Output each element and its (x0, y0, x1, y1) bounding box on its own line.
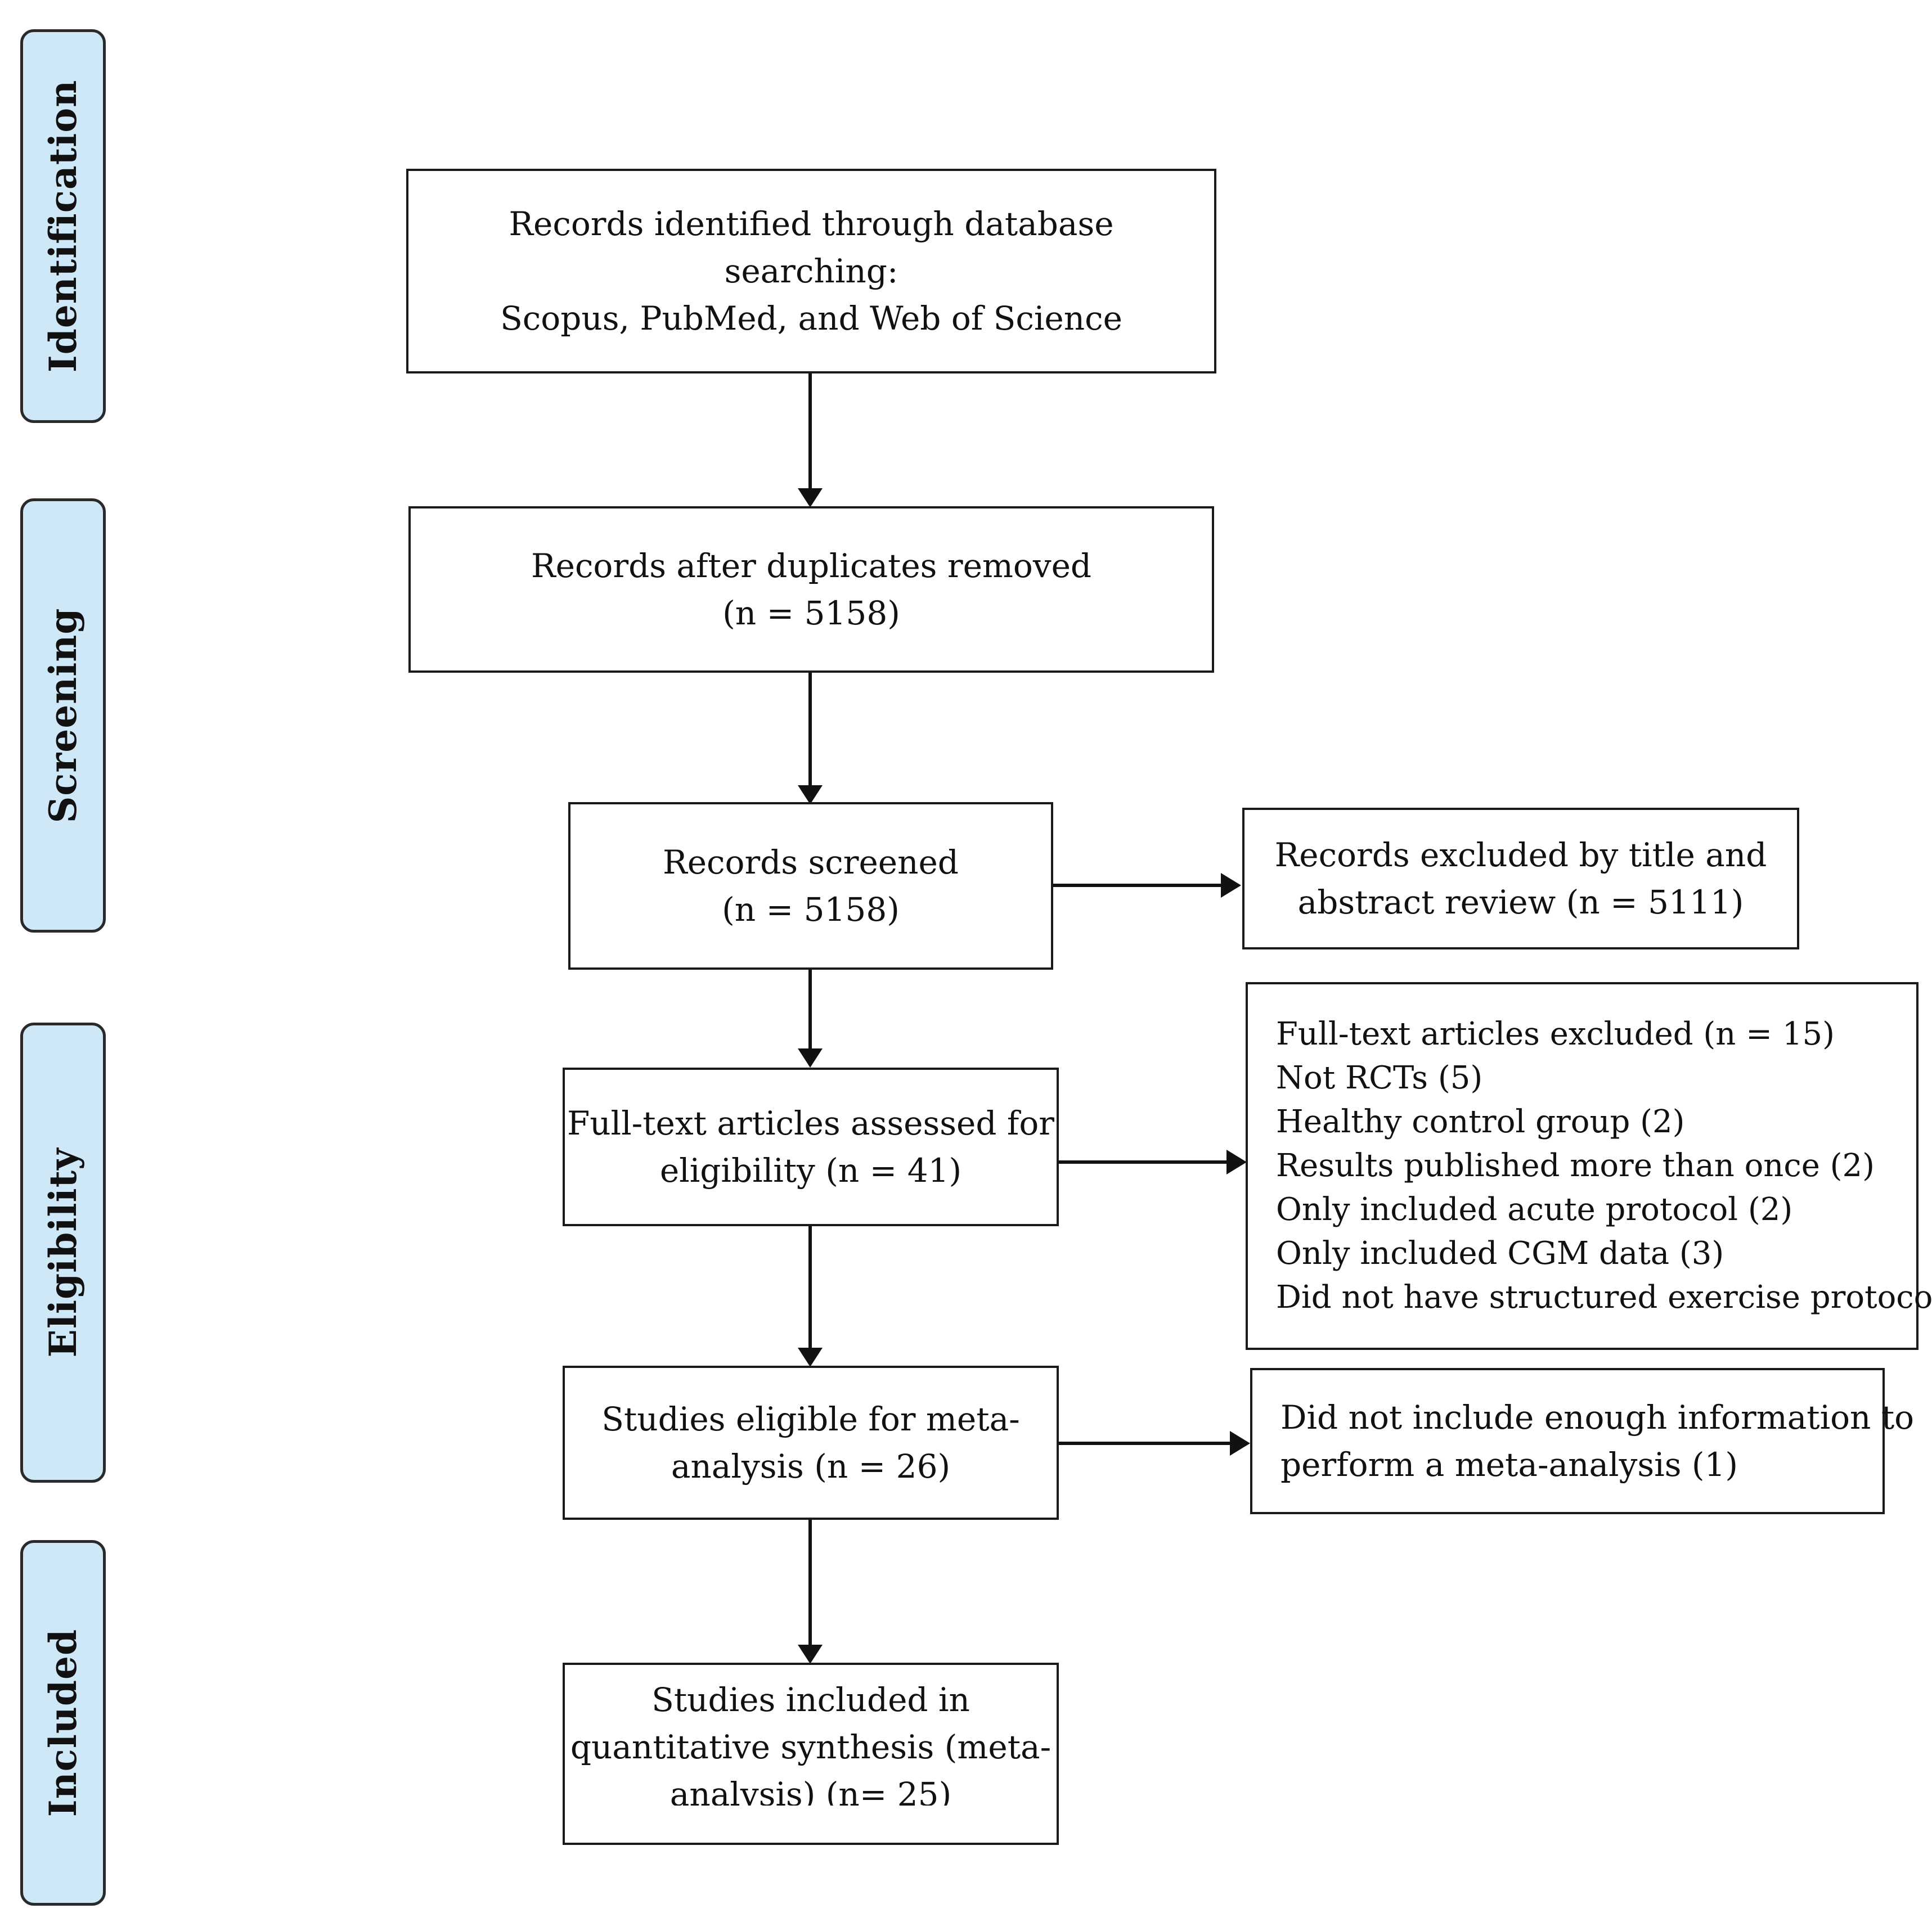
stage-label-identification: Identification (41, 79, 85, 373)
box-records-screened-line2: (n = 5158) (722, 890, 900, 929)
stage-eligibility: Eligibility (20, 1023, 106, 1483)
box-eligible-meta-analysis: Studies eligible for meta- analysis (n =… (563, 1366, 1059, 1520)
box-after-duplicates-line1: Records after duplicates removed (531, 547, 1092, 585)
box-records-identified-line1: Records identified through database (509, 205, 1114, 243)
box-included-synthesis-line2: quantitative synthesis (meta- (570, 1728, 1052, 1766)
stage-screening: Screening (20, 498, 106, 933)
arrowhead-6 (1221, 873, 1241, 898)
box-included-synthesis-line1: Studies included in (652, 1681, 970, 1719)
stage-label-included: Included (41, 1628, 85, 1817)
box-records-identified: Records identified through database sear… (406, 169, 1216, 373)
box-included-synthesis: Studies included in quantitative synthes… (563, 1663, 1059, 1845)
box-excluded-title-abstract-line1: Records excluded by title and (1274, 836, 1767, 874)
box-included-synthesis-line3: analysis) (n= 25) (670, 1775, 952, 1806)
box-after-duplicates: Records after duplicates removed (n = 51… (408, 506, 1214, 673)
box-not-enough-information-line1: Did not include enough information to (1280, 1398, 1915, 1437)
box-eligible-meta-analysis-line2: analysis (n = 26) (671, 1447, 951, 1486)
box-eligible-meta-analysis-line1: Studies eligible for meta- (601, 1400, 1020, 1438)
arrowhead-8 (1230, 1431, 1250, 1456)
box-fulltext-excluded-line4: Results published more than once (2) (1276, 1147, 1875, 1184)
box-fulltext-assessed-line2: eligibility (n = 41) (659, 1151, 962, 1190)
box-not-enough-information: Did not include enough information to pe… (1250, 1368, 1914, 1514)
arrowhead-2 (798, 785, 823, 804)
box-fulltext-excluded-line1: Full-text articles excluded (n = 15) (1276, 1016, 1835, 1052)
stage-identification: Identification (20, 29, 106, 423)
stage-included: Included (20, 1540, 106, 1906)
arrowhead-3 (798, 1048, 823, 1068)
box-fulltext-excluded-line3: Healthy control group (2) (1276, 1104, 1685, 1140)
arrowhead-4 (798, 1348, 823, 1367)
arrowhead-1 (798, 488, 823, 507)
box-fulltext-excluded-line5: Only included acute protocol (2) (1276, 1191, 1793, 1228)
box-fulltext-assessed: Full-text articles assessed for eligibil… (563, 1068, 1059, 1226)
stage-label-screening: Screening (41, 607, 85, 823)
box-fulltext-excluded-line2: Not RCTs (5) (1276, 1060, 1483, 1096)
arrowhead-5 (798, 1645, 823, 1664)
box-excluded-title-abstract-line2: abstract review (n = 5111) (1297, 883, 1744, 921)
arrowhead-7 (1226, 1150, 1247, 1174)
box-records-identified-line2: searching: (724, 252, 898, 290)
box-fulltext-excluded-line6: Only included CGM data (3) (1276, 1235, 1724, 1272)
stage-label-eligibility: Eligibility (41, 1147, 85, 1358)
box-fulltext-excluded: Full-text articles excluded (n = 15) Not… (1246, 982, 1932, 1350)
box-records-identified-line3: Scopus, PubMed, and Web of Science (500, 299, 1122, 337)
box-fulltext-excluded-line7: Did not have structured exercise protoco… (1276, 1279, 1932, 1316)
box-after-duplicates-line2: (n = 5158) (722, 594, 900, 632)
box-records-screened-line1: Records screened (663, 843, 959, 881)
box-not-enough-information-line2: perform a meta-analysis (1) (1280, 1446, 1738, 1484)
box-excluded-title-abstract: Records excluded by title and abstract r… (1242, 808, 1799, 949)
box-records-screened: Records screened (n = 5158) (568, 802, 1053, 970)
box-fulltext-assessed-line1: Full-text articles assessed for (567, 1104, 1055, 1142)
